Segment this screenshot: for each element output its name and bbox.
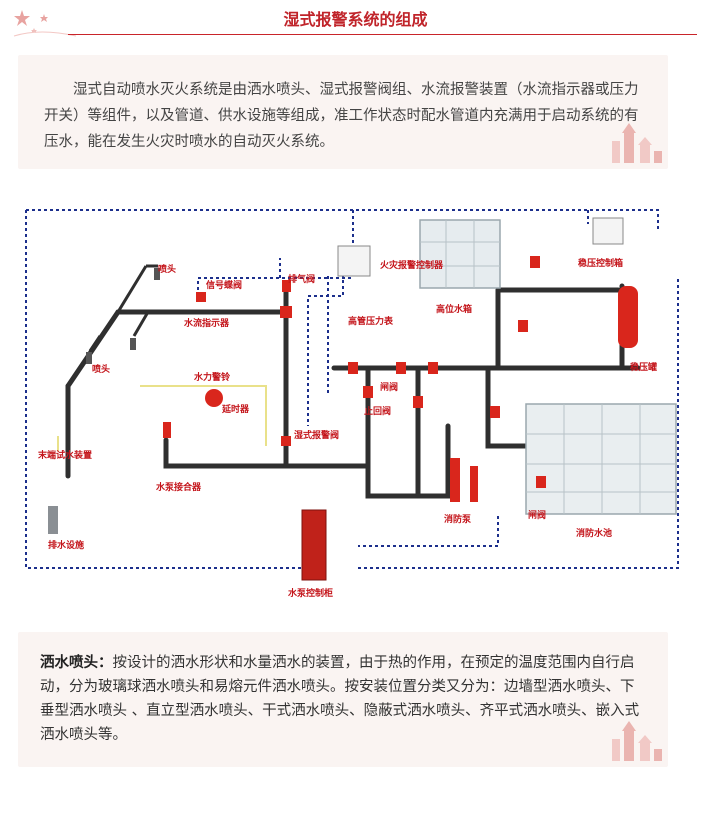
- sprinkler-card: 洒水喷头：按设计的洒水形状和水量洒水的装置，由于热的作用，在预定的温度范围内自行…: [18, 632, 668, 767]
- label-sprinkler-top: 喷头: [158, 263, 176, 275]
- label-delay-device: 延时器: [221, 403, 250, 415]
- label-pump-connector: 水泵接合器: [156, 481, 202, 493]
- intro-card: 湿式自动喷水灭火系统是由洒水喷头、湿式报警阀组、水流报警装置（水流指示器或压力开…: [18, 55, 668, 169]
- label-high-pressure-gauge: 高管压力表: [348, 315, 394, 327]
- sprinkler-head-icon: [86, 268, 160, 364]
- label-high-tank: 高位水箱: [436, 303, 472, 315]
- label-signal-valve: 信号蝶阀: [206, 279, 242, 291]
- label-pressure-control-box: 稳压控制箱: [578, 257, 623, 269]
- sprinkler-description: 按设计的洒水形状和水量洒水的装置，由于热的作用，在预定的温度范围内自行启动，分为…: [40, 655, 640, 743]
- pipe-network: [65, 281, 641, 499]
- pressure-control-box-icon: [592, 217, 624, 245]
- label-gate-valve: 闸阀: [380, 381, 398, 393]
- sprinkler-term: 洒水喷头：: [40, 655, 113, 671]
- intro-paragraph: 湿式自动喷水灭火系统是由洒水喷头、湿式报警阀组、水流报警装置（水流指示器或压力开…: [44, 82, 639, 150]
- label-sprinkler-low: 喷头: [92, 363, 110, 375]
- fire-pump-icon: [450, 458, 478, 502]
- label-wet-alarm-valve: 湿式报警阀: [294, 429, 339, 441]
- high-water-tank-icon: [419, 219, 501, 289]
- title-divider: [68, 34, 697, 35]
- drain-pipe-icon: [48, 506, 58, 534]
- label-water-bell: 水力警铃: [194, 371, 231, 383]
- label-fire-pump: 消防泵: [444, 513, 472, 525]
- label-gate-valve-2: 闸阀: [528, 509, 546, 521]
- fire-alarm-controller-icon: [337, 245, 371, 277]
- label-fire-alarm-panel: 火灾报警控制器: [380, 259, 444, 271]
- pressure-tank-icon: [618, 286, 638, 348]
- sprinkler-paragraph: 洒水喷头：按设计的洒水形状和水量洒水的装置，由于热的作用，在预定的温度范围内自行…: [40, 651, 644, 747]
- label-drain-facility: 排水设施: [48, 539, 84, 551]
- diagram-svg: 喷头 喷头 信号蝶阀 排气阀 火灾报警控制器 水流指示器 高位水箱 稳压控制箱 …: [25, 209, 679, 599]
- drain-line: [140, 385, 267, 446]
- label-flow-indicator: 水流指示器: [184, 317, 230, 329]
- label-exhaust-valve: 排气阀: [288, 273, 315, 285]
- town-decoration-icon: [612, 721, 662, 761]
- label-end-test-device: 末端试水装置: [37, 449, 92, 461]
- label-pump-control-cabinet: 水泵控制柜: [288, 587, 333, 599]
- fire-pool-tank-icon: [525, 403, 677, 515]
- valve-icon: [163, 256, 546, 488]
- section-header: 湿式报警系统的组成: [0, 0, 711, 48]
- label-check-valve: 止回阀: [364, 405, 391, 417]
- water-bell-icon: [205, 389, 223, 407]
- town-decoration-icon: [612, 123, 662, 163]
- sprinkler-branches: [88, 264, 158, 352]
- system-diagram: 喷头 喷头 信号蝶阀 排气阀 火灾报警控制器 水流指示器 高位水箱 稳压控制箱 …: [18, 196, 693, 606]
- pump-control-cabinet-icon: [301, 509, 327, 581]
- page-title: 湿式报警系统的组成: [283, 10, 428, 29]
- label-fire-pool: 消防水池: [576, 527, 612, 539]
- label-pressure-tank: 稳压罐: [630, 361, 657, 373]
